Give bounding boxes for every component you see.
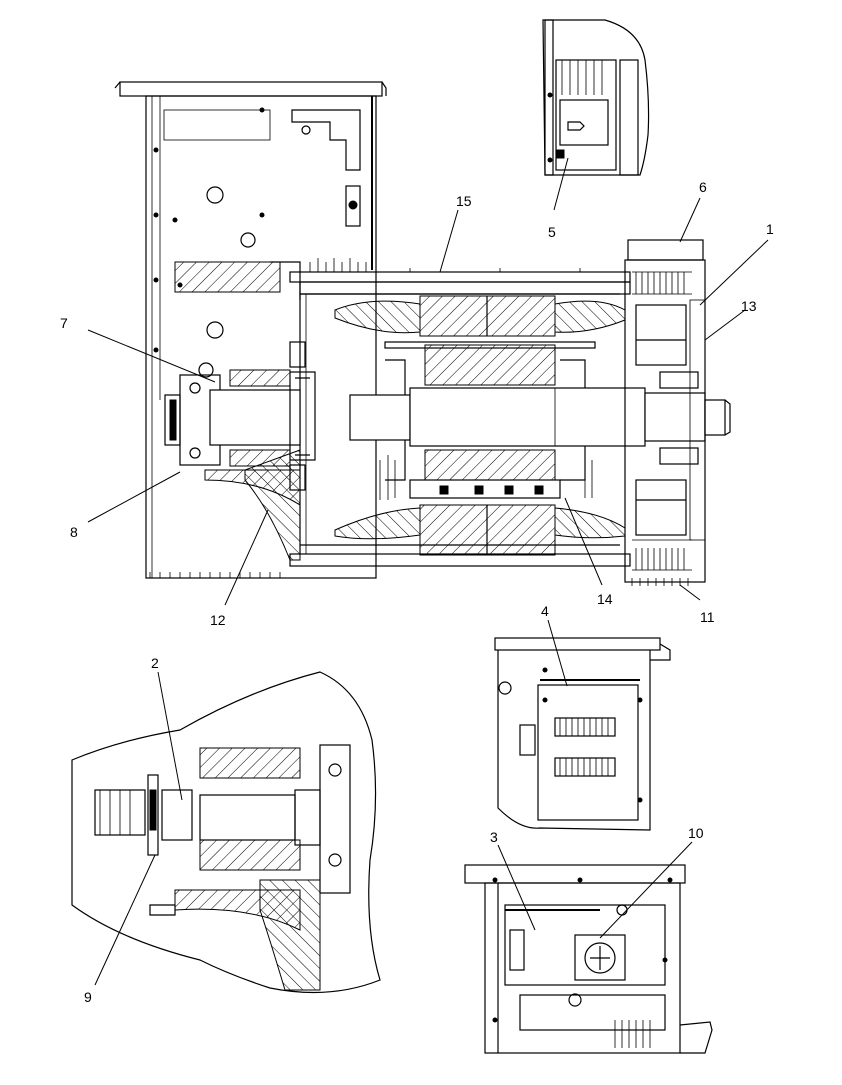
callout-8: 8 bbox=[70, 524, 78, 540]
inset-view-5 bbox=[542, 19, 650, 176]
leader-lines bbox=[87, 157, 769, 986]
callout-9: 9 bbox=[84, 989, 92, 1005]
callout-4: 4 bbox=[541, 603, 549, 619]
rotor bbox=[379, 341, 596, 500]
callout-12: 12 bbox=[210, 612, 226, 628]
callout-2: 2 bbox=[151, 655, 159, 671]
callout-10: 10 bbox=[688, 825, 704, 841]
stator-core bbox=[334, 295, 626, 556]
inset-view-3-10 bbox=[464, 864, 713, 1054]
inset-view-4 bbox=[494, 637, 671, 831]
inset-view-2-9 bbox=[71, 671, 381, 994]
callout-7: 7 bbox=[60, 315, 68, 331]
callout-15: 15 bbox=[456, 193, 472, 209]
callout-labels: 1 2 3 4 5 6 7 8 9 10 11 12 13 14 15 bbox=[60, 179, 774, 1005]
callout-13: 13 bbox=[741, 298, 757, 314]
callout-3: 3 bbox=[490, 829, 498, 845]
callout-5: 5 bbox=[548, 224, 556, 240]
callout-6: 6 bbox=[699, 179, 707, 195]
callout-11: 11 bbox=[700, 609, 715, 625]
callout-1: 1 bbox=[766, 221, 774, 237]
main-section-view bbox=[114, 81, 731, 586]
exciter-end bbox=[624, 239, 706, 583]
bearing-assembly bbox=[164, 341, 316, 561]
shaft bbox=[349, 387, 731, 447]
callout-14: 14 bbox=[597, 591, 613, 607]
control-box-housing bbox=[114, 81, 387, 579]
